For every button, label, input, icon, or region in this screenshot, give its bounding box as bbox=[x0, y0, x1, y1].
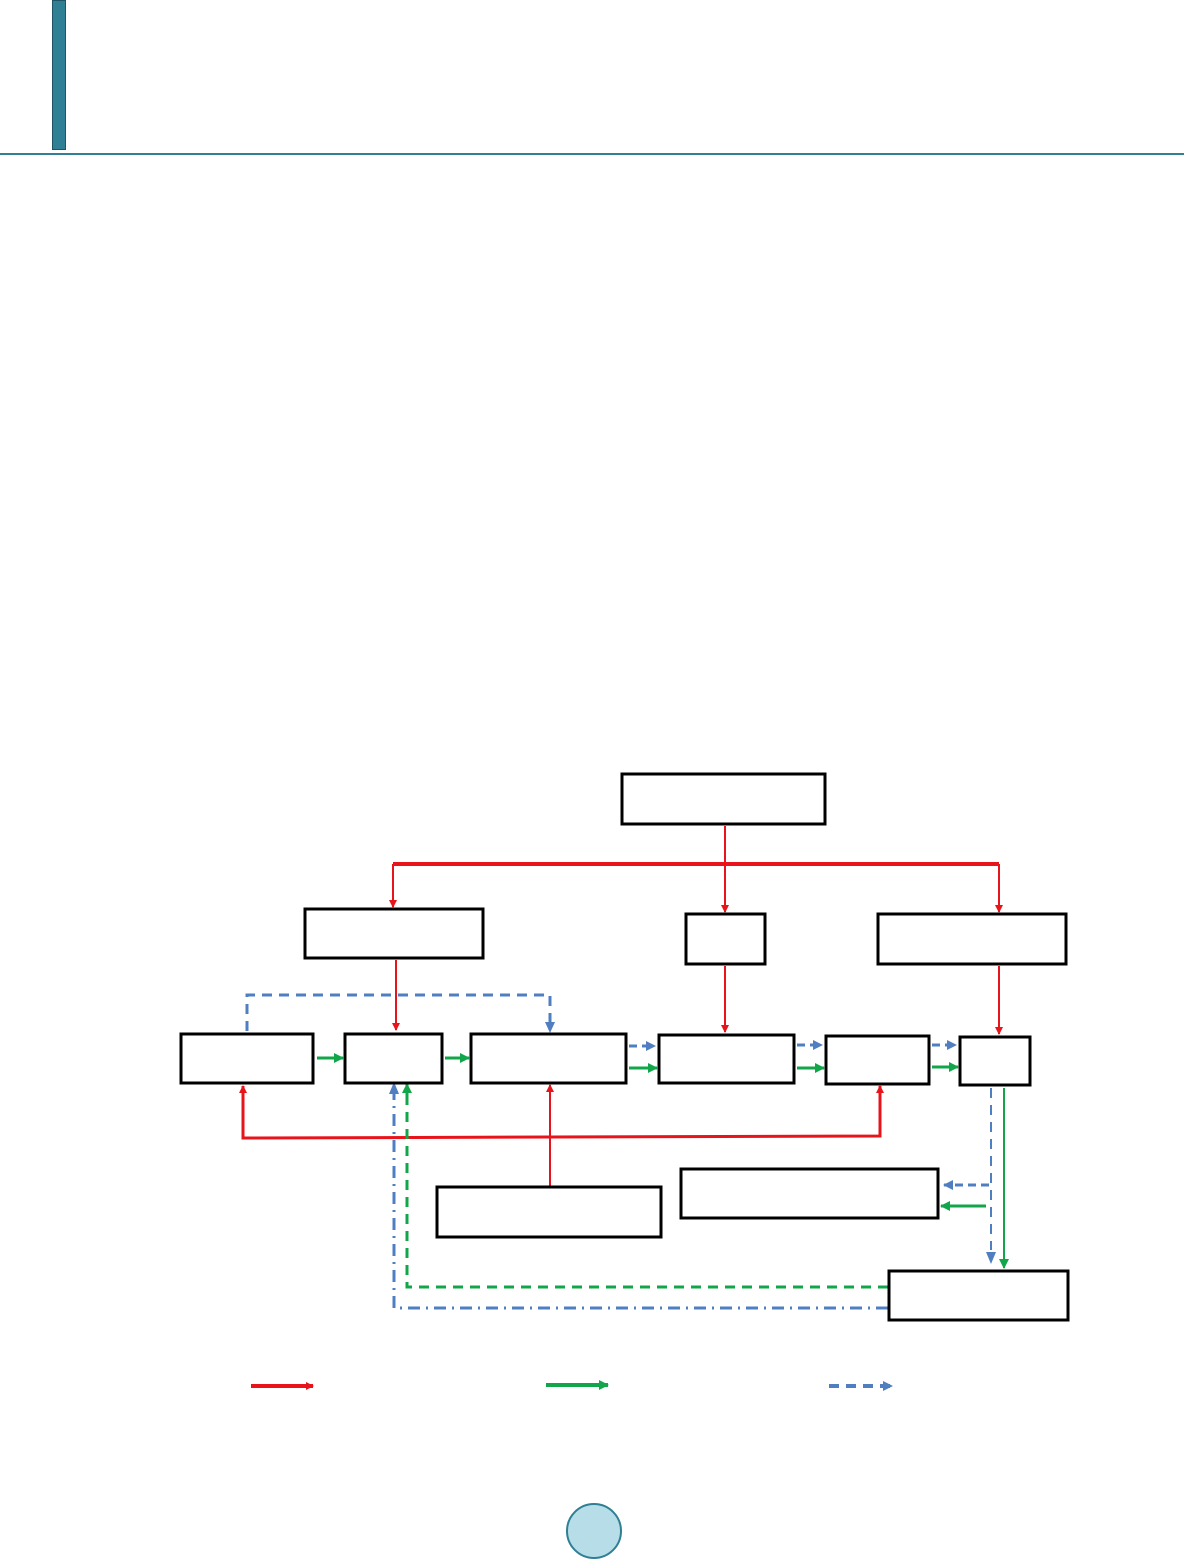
diagram-nodes bbox=[179, 772, 1070, 1322]
blue-arrowhead-lower-right bbox=[986, 1252, 996, 1264]
node-lower-right bbox=[887, 1269, 1070, 1322]
green-dashed-return bbox=[405, 1090, 888, 1289]
node-row-3 bbox=[469, 1032, 628, 1085]
blue-arrowhead-row-3 bbox=[545, 1022, 555, 1033]
node-lower-mid bbox=[679, 1167, 940, 1220]
blue-flows bbox=[245, 993, 992, 1310]
node-lower-left bbox=[435, 1185, 663, 1239]
red-return-loop bbox=[241, 1086, 882, 1140]
node-row-5 bbox=[824, 1034, 931, 1086]
node-row-6 bbox=[958, 1035, 1032, 1087]
red-flows bbox=[239, 826, 1003, 1186]
green-flows bbox=[317, 1053, 1009, 1289]
node-row-1 bbox=[179, 1032, 315, 1085]
node-upper-mid bbox=[684, 912, 767, 966]
node-row-4 bbox=[657, 1033, 796, 1085]
page-number-badge bbox=[566, 1503, 622, 1559]
blue-dashed-return bbox=[392, 1092, 888, 1310]
blue-arrowheads bbox=[389, 1022, 996, 1264]
blue-arrowhead-row-2 bbox=[389, 1082, 399, 1094]
node-top bbox=[620, 772, 827, 826]
blue-dashed-bypass bbox=[245, 993, 552, 1031]
header-accent-bar bbox=[52, 0, 66, 150]
node-row-2 bbox=[343, 1032, 444, 1085]
header-rule bbox=[0, 153, 1184, 155]
node-upper-left bbox=[303, 907, 485, 960]
node-upper-right bbox=[876, 912, 1068, 966]
legend bbox=[251, 1380, 893, 1391]
